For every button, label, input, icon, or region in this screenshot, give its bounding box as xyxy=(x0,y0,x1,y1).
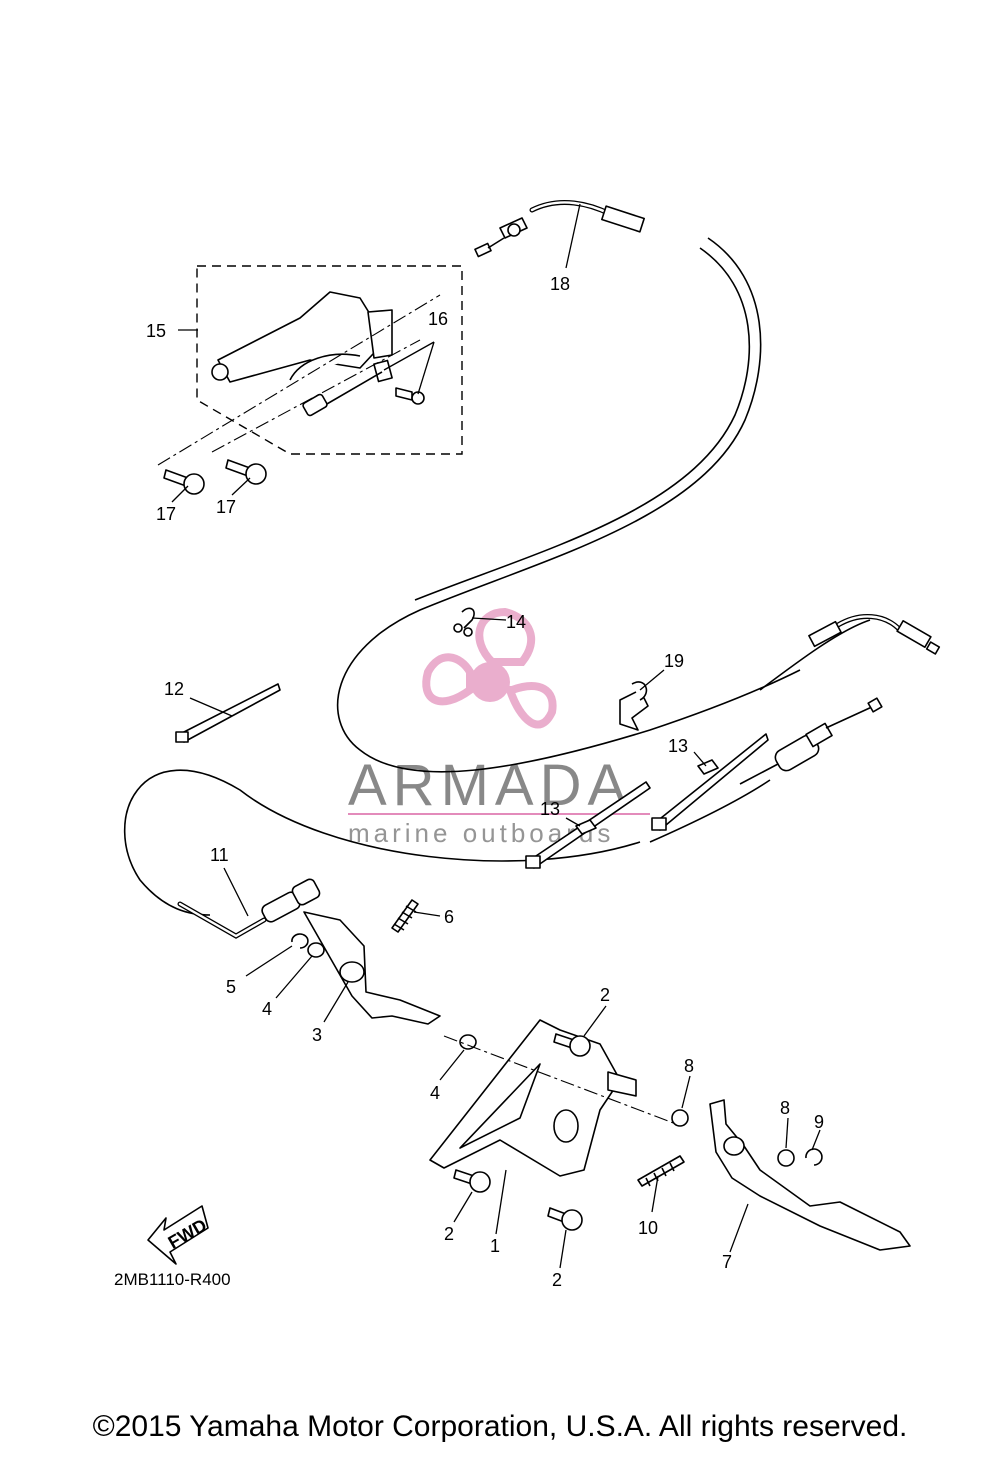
bolt-17-right xyxy=(225,459,267,485)
cable-tie-13-upper xyxy=(651,733,769,831)
propeller-logo-icon xyxy=(422,607,557,729)
copyright-notice: ©2015 Yamaha Motor Corporation, U.S.A. A… xyxy=(92,1410,908,1443)
reference-code: 2MB1110-R400 xyxy=(114,1270,231,1289)
callout-7: 7 xyxy=(722,1252,732,1272)
callout-19: 19 xyxy=(664,651,684,671)
washer-8-right xyxy=(777,1149,795,1167)
brake-cable-11 xyxy=(123,769,641,939)
watermark: ARMADA marine outboards xyxy=(348,607,650,848)
cable-end-lower-right xyxy=(649,697,883,843)
fwd-arrow-icon: FWD xyxy=(147,1205,210,1265)
callout-18: 18 xyxy=(550,274,570,294)
callout-17-right: 17 xyxy=(216,497,236,517)
leader-lines xyxy=(171,203,821,1269)
washer-8-left xyxy=(671,1109,689,1127)
bolt-17-left xyxy=(163,469,205,495)
arm-3 xyxy=(303,911,441,1025)
spring-6 xyxy=(391,899,419,933)
callout-10: 10 xyxy=(638,1218,658,1238)
clip-5 xyxy=(291,933,309,949)
bolt-2-lower xyxy=(547,1207,583,1231)
callout-15: 15 xyxy=(146,321,166,341)
callout-2-lower: 2 xyxy=(552,1270,562,1290)
brake-pedal-7 xyxy=(709,1099,911,1251)
cable-tie-13-lower xyxy=(525,781,651,869)
callout-4-lower: 4 xyxy=(430,1083,440,1103)
bracket-1 xyxy=(429,1019,637,1177)
clip-9 xyxy=(805,1148,823,1166)
watermark-brand: ARMADA xyxy=(348,753,632,818)
callout-12: 12 xyxy=(164,679,184,699)
callout-11: 11 xyxy=(210,845,229,865)
callout-8-right: 8 xyxy=(780,1098,790,1118)
callout-3: 3 xyxy=(312,1025,322,1045)
bolt-2-upper xyxy=(553,1033,591,1057)
callout-1: 1 xyxy=(490,1236,500,1256)
callout-14: 14 xyxy=(506,612,526,632)
washer-4-upper xyxy=(307,942,325,958)
callout-6: 6 xyxy=(444,907,454,927)
callouts: 15 16 17 17 18 14 19 12 13 13 11 6 5 4 3… xyxy=(146,274,824,1290)
callout-17-left: 17 xyxy=(156,504,176,524)
callout-13-upper: 13 xyxy=(668,736,688,756)
clip-14 xyxy=(453,607,475,637)
brake-cable-18 xyxy=(336,199,801,773)
spring-10 xyxy=(637,1155,685,1187)
cable-end-upper-right xyxy=(759,613,941,691)
callout-2-left: 2 xyxy=(444,1224,454,1244)
cable-tie-12 xyxy=(175,683,281,743)
callout-4-upper: 4 xyxy=(262,999,272,1019)
callout-13-lower: 13 xyxy=(540,799,560,819)
washer-4-lower xyxy=(459,1034,477,1050)
callout-2-upper: 2 xyxy=(600,985,610,1005)
clamp-19 xyxy=(619,681,649,731)
callout-16: 16 xyxy=(428,309,448,329)
bolt-2-left xyxy=(453,1169,491,1193)
parking-brake-assembly xyxy=(196,265,463,455)
callout-5: 5 xyxy=(226,977,236,997)
callout-8-left: 8 xyxy=(684,1056,694,1076)
callout-9: 9 xyxy=(814,1112,824,1132)
